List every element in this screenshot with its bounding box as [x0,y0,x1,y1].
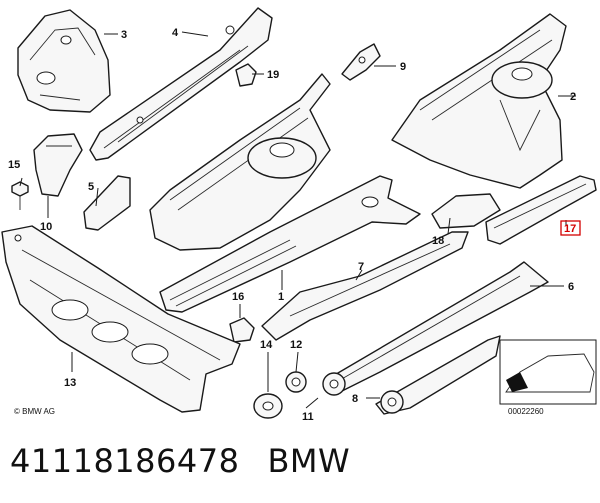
callout-17-highlight-box [560,220,581,236]
part-1-wheelhouse-assembly [149,73,421,313]
callout-8: 8 [352,393,358,405]
part-number: 41118186478 [10,442,240,480]
part-9-bracket [341,43,381,81]
callout-11: 11 [302,411,314,423]
callout-7: 7 [358,261,364,273]
part-10-bracket [33,133,83,197]
callout-16: 16 [232,291,244,303]
part-8-longitudinal [375,335,501,415]
part-7-member [261,231,469,341]
callout-6: 6 [568,281,574,293]
part-3-wheelhouse-left [17,9,111,113]
callout-4: 4 [172,27,179,39]
callout-9: 9 [400,61,406,73]
part-11-mount [322,372,346,396]
callout-13: 13 [64,377,76,389]
callout-17: 17 [564,223,576,235]
callout-5: 5 [88,181,94,193]
callout-leaders [19,31,576,409]
part-4-upper-rail [89,7,273,161]
part-12-mount [285,371,307,393]
copyright-text: © BMW AG [14,407,55,416]
callout-18: 18 [432,235,444,247]
part-13-front-panel [1,225,241,413]
part-15-bolt [11,181,29,210]
callout-1: 1 [278,291,284,303]
callout-10: 10 [40,221,52,233]
part-5-plate [83,175,131,231]
part-2-wheelhouse-right [391,13,567,189]
image-code: 00022260 [508,407,544,416]
callout-19: 19 [267,69,279,81]
callout-12: 12 [290,339,302,351]
inset-car-thumbnail [499,339,597,405]
part-14-flange [253,393,283,419]
part-17-rail [485,175,597,245]
part-16-mount [229,317,255,343]
callout-2: 2 [570,91,576,103]
callout-3: 3 [121,29,127,41]
part-6-longitudinal [325,261,549,393]
callout-14: 14 [260,339,273,351]
callout-15: 15 [8,159,20,171]
part-19-bracket [235,63,257,87]
parts-diagram: 3 4 19 9 2 15 10 5 18 17 1 7 6 16 14 12 … [1,7,597,423]
caption: 41118186478 BMW [10,436,350,486]
brand-name: BMW [267,442,351,480]
part-18-panel [431,193,501,229]
